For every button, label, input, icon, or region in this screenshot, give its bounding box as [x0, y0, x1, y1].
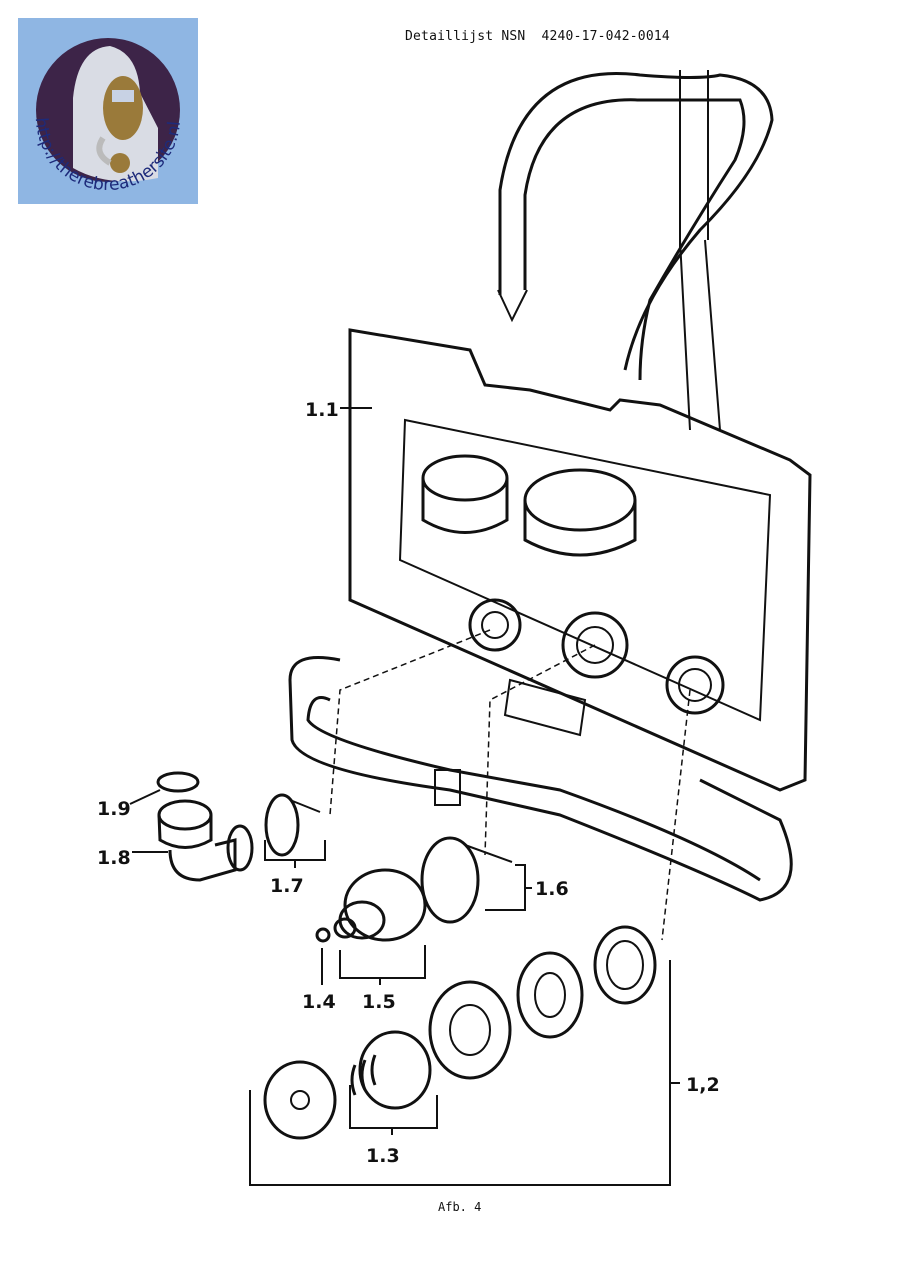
label-1-9: 1.9 — [97, 798, 131, 820]
document-header: Detaillijst NSN 4240-17-042-0014 — [405, 29, 670, 44]
label-1-4: 1.4 — [302, 991, 336, 1013]
label-1-8: 1.8 — [97, 847, 131, 869]
part-hose-clamp-large — [420, 836, 513, 924]
breathing-bag — [348, 328, 812, 792]
part-elbow-connector — [156, 771, 254, 882]
label-1-1: 1.1 — [305, 399, 339, 421]
nsn-number: 4240-17-042-0014 — [541, 29, 670, 44]
bracket-1-5 — [339, 945, 426, 985]
bracket-1-2 — [249, 960, 680, 1186]
bracket-1-6 — [485, 864, 532, 911]
waist-belt — [288, 656, 793, 902]
label-1-5: 1.5 — [362, 991, 396, 1013]
label-1-7: 1.7 — [270, 875, 304, 897]
part-outlet-assembly — [263, 925, 657, 1140]
bracket-1-7 — [264, 840, 326, 868]
label-1-2: 1,2 — [686, 1074, 720, 1096]
part-valve-body — [315, 868, 427, 943]
bracket-1-3 — [349, 1085, 438, 1135]
site-logo[interactable]: http://therebreathersite.nl — [18, 18, 198, 204]
label-1-6: 1.6 — [535, 878, 569, 900]
diver-logo-icon: http://therebreathersite.nl — [31, 38, 185, 195]
header-title: Detaillijst NSN — [405, 29, 526, 44]
leader-1-9 — [129, 789, 161, 805]
part-hose-clamp-small — [264, 793, 321, 857]
figure-caption: Afb. 4 — [438, 1200, 481, 1214]
shoulder-harness — [497, 70, 774, 431]
label-1-3: 1.3 — [366, 1145, 400, 1167]
